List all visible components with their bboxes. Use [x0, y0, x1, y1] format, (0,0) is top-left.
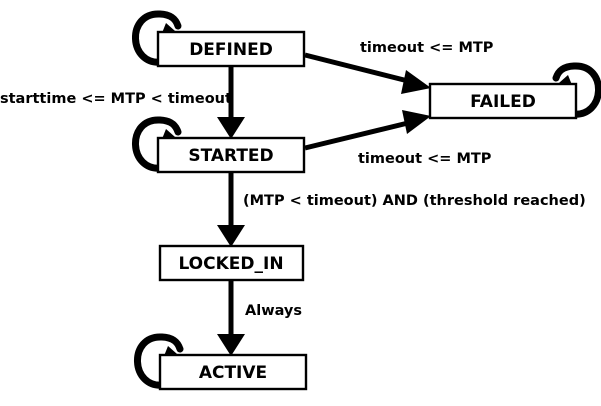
edge-defined-to-started: [217, 66, 245, 139]
state-label-locked-in: LOCKED_IN: [178, 254, 283, 274]
state-node-defined[interactable]: DEFINED: [156, 30, 306, 68]
arrowhead-started-failed: [402, 110, 431, 134]
state-box-started[interactable]: [156, 136, 306, 174]
arrowhead-defined-failed: [401, 70, 431, 94]
edge-label-defined-failed: timeout <= MTP: [360, 40, 494, 56]
edge-label-defined-self: starttime <= MTP < timeout: [0, 91, 232, 107]
state-label-defined: DEFINED: [189, 40, 273, 60]
edge-label-started-locked-in: (MTP < timeout) AND (threshold reached): [243, 193, 586, 209]
state-box-active[interactable]: [158, 353, 308, 391]
state-box-failed[interactable]: [428, 82, 578, 120]
state-node-active[interactable]: ACTIVE: [158, 353, 308, 391]
edge-started-to-failed: [304, 110, 431, 151]
state-box-defined[interactable]: [156, 30, 306, 68]
arrowhead-lockedin-active: [217, 334, 245, 356]
arrowhead-defined-started: [217, 117, 245, 139]
edge-locked-in-to-active: [217, 280, 245, 356]
state-node-locked-in[interactable]: LOCKED_IN: [158, 244, 305, 282]
state-box-locked-in[interactable]: [158, 244, 305, 282]
state-label-failed: FAILED: [470, 92, 536, 112]
state-label-active: ACTIVE: [199, 363, 267, 383]
edge-label-started-failed: timeout <= MTP: [358, 151, 492, 167]
edge-label-locked-in-active: Always: [245, 303, 302, 319]
arrowhead-started-lockedin: [217, 225, 245, 247]
state-node-started[interactable]: STARTED: [156, 136, 306, 174]
state-node-failed[interactable]: FAILED: [428, 82, 578, 120]
edge-defined-to-failed: [304, 52, 431, 94]
edge-started-to-locked-in: [217, 172, 245, 247]
state-label-started: STARTED: [188, 146, 273, 166]
